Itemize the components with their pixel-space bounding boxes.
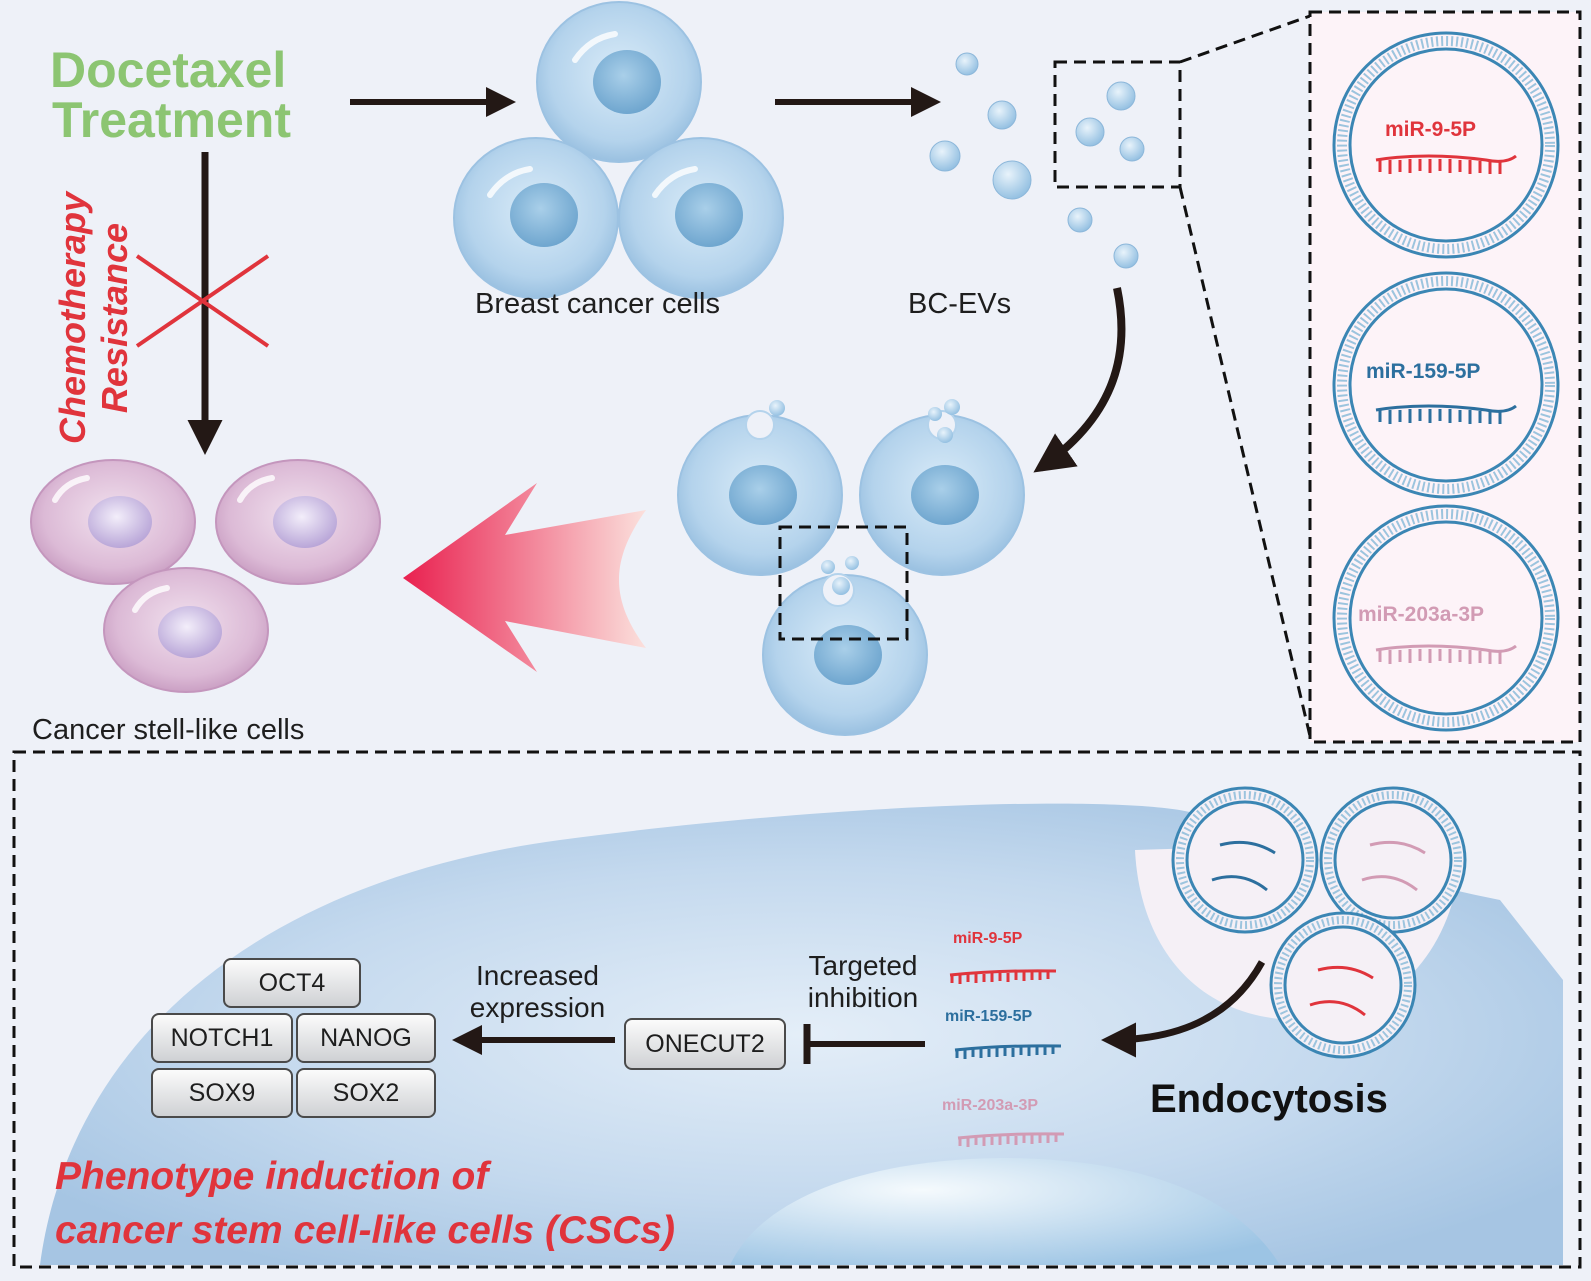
cross-mark	[135, 254, 270, 348]
large-cell-nucleus	[730, 1158, 1280, 1265]
endocytosed-vesicles	[1171, 786, 1467, 1059]
increased-line2: expression	[469, 992, 606, 1023]
increased-line1: Increased	[476, 960, 599, 991]
mirna-label-3: miR-203a-3P	[1358, 603, 1485, 626]
vesicle-1	[1332, 31, 1560, 259]
zoom-guide-top	[1179, 14, 1311, 64]
treatment-label-line2: Treatment	[52, 92, 291, 148]
vesicle-2	[1332, 271, 1560, 499]
arrow-endocytosis	[1101, 960, 1266, 1058]
breast-cancer-cells-label: Breast cancer cells	[475, 288, 720, 320]
mirna-label-1: miR-9-5P	[1385, 118, 1477, 141]
gene-notch1: NOTCH1	[151, 1013, 293, 1063]
mirna-small-label-3: miR-203a-3P	[942, 1097, 1039, 1114]
strand-mir159-small	[954, 1044, 1062, 1059]
breast-cancer-cells	[453, 1, 784, 299]
targeted-inhibition-label: Targeted inhibition	[788, 950, 938, 1014]
resistance-label-line1: Chemotherapy	[52, 191, 93, 445]
mirna-small-label-2: miR-159-5P	[945, 1008, 1033, 1025]
gene-onecut2: ONECUT2	[624, 1018, 786, 1070]
rna-strand-pink	[1375, 644, 1517, 664]
rna-strand-red	[1375, 154, 1517, 174]
treatment-label-line1: Docetaxel	[50, 42, 287, 98]
arrow-evs-to-uptake	[1033, 287, 1126, 473]
gene-sox2: SOX2	[296, 1068, 436, 1118]
bc-evs-label: BC-EVs	[908, 288, 1012, 320]
strand-mir203-small	[957, 1132, 1065, 1147]
targeted-line1: Targeted	[808, 950, 918, 981]
resistance-label: Chemotherapy Resistance	[52, 188, 136, 448]
strand-mir9-small	[949, 969, 1057, 984]
bc-evs-bubbles	[929, 52, 1145, 269]
zoom-guide-bottom	[1178, 186, 1312, 737]
targeted-line2: inhibition	[807, 982, 919, 1013]
mirna-label-2: miR-159-5P	[1366, 360, 1481, 383]
bottom-panel-frame	[12, 750, 1582, 1269]
increased-expression-label: Increased expression	[450, 960, 625, 1024]
csc-like-cells-label: Cancer stell-like cells	[32, 714, 305, 746]
caption-line2: cancer stem cell-like cells (CSCs)	[55, 1209, 675, 1252]
gene-oct4: OCT4	[223, 958, 361, 1008]
induction-arrow	[403, 483, 646, 672]
rna-strand-blue	[1375, 404, 1517, 424]
gene-nanog: NANOG	[296, 1013, 436, 1063]
csc-like-cells	[30, 459, 381, 693]
uptake-zoom-box	[778, 525, 909, 641]
caption-line1: Phenotype induction of	[55, 1155, 489, 1198]
gene-sox9: SOX9	[151, 1068, 293, 1118]
mirna-small-label-1: miR-9-5P	[953, 930, 1023, 947]
resistance-label-line2: Resistance	[94, 222, 135, 414]
evs-zoom-box	[1053, 60, 1182, 189]
endocytosis-label: Endocytosis	[1150, 1077, 1388, 1121]
uptake-cells	[677, 399, 1025, 736]
vesicle-3	[1332, 504, 1560, 732]
